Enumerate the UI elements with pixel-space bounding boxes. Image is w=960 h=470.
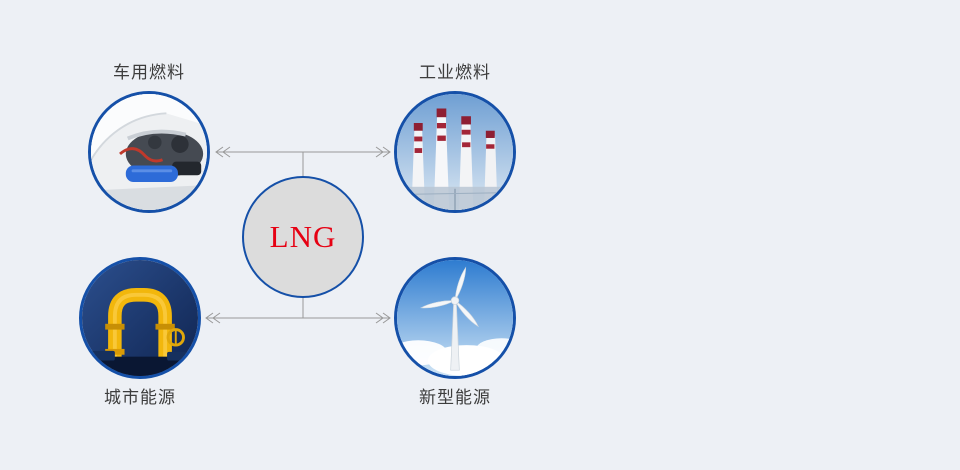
node-new-energy: [394, 257, 516, 379]
label-city-energy: 城市能源: [104, 388, 176, 407]
node-vehicle-fuel: [88, 91, 210, 213]
node-city-energy: [79, 257, 201, 379]
lng-center-node: LNG: [242, 176, 364, 298]
wind-turbine-image: [397, 260, 513, 376]
yellow-gas-pipes-image: [82, 260, 198, 376]
label-vehicle-fuel: 车用燃料: [113, 63, 185, 82]
label-industrial-fuel: 工业燃料: [419, 63, 491, 82]
industrial-chimneys-image: [397, 94, 513, 210]
lng-label: LNG: [269, 219, 337, 254]
car-engine-image: [91, 94, 207, 210]
label-new-energy: 新型能源: [419, 388, 491, 407]
node-industrial-fuel: [394, 91, 516, 213]
